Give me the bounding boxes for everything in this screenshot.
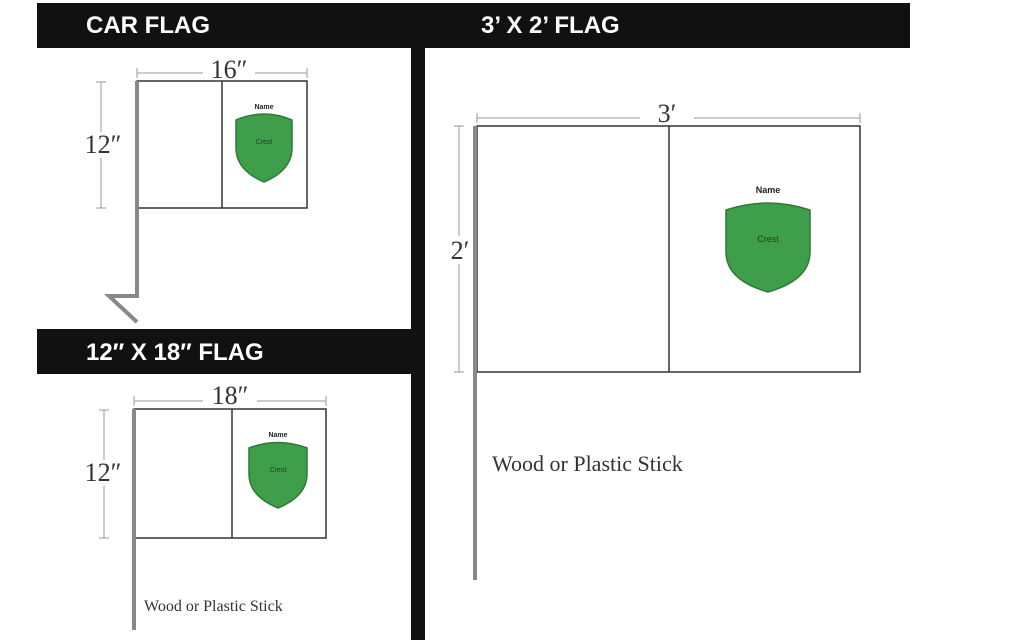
- medium-width-label: 18″: [212, 381, 249, 410]
- large-height-label: 2′: [451, 236, 470, 265]
- car-crest-shield: [235, 113, 293, 183]
- medium-height-label-bg: [80, 460, 126, 486]
- car-crest-label: Crest: [256, 139, 273, 146]
- medium-width-label-bg: [203, 384, 257, 408]
- medium-header-bar: [37, 329, 413, 374]
- large-crest-label: Crest: [757, 234, 779, 244]
- large-flag-drawing: 3′ 2′ Name Crest Wood or Plastic Stick: [444, 99, 861, 580]
- car-height-label: 12″: [85, 130, 122, 159]
- large-stick-label: Wood or Plastic Stick: [492, 451, 683, 476]
- car-flag-title: CAR FLAG: [86, 12, 210, 39]
- large-width-label: 3′: [658, 99, 677, 128]
- top-header-bar: [37, 3, 910, 48]
- medium-crest-label: Crest: [270, 467, 287, 474]
- car-width-label: 16″: [211, 55, 248, 84]
- medium-flag-drawing: 18″ 12″ Name Crest Wood or Plastic Stick: [80, 381, 327, 630]
- car-flag-stick: [103, 81, 139, 324]
- car-width-label-bg: [203, 58, 255, 82]
- car-name-label: Name: [254, 104, 273, 111]
- medium-name-label: Name: [268, 432, 287, 439]
- medium-crest-shield: [248, 441, 308, 509]
- large-crest-shield: [725, 202, 811, 293]
- medium-flag-title: 12″ X 18″ FLAG: [86, 339, 264, 366]
- large-height-label-bg: [444, 236, 476, 264]
- large-name-label: Name: [756, 185, 781, 195]
- large-width-label-bg: [640, 100, 694, 126]
- panel-divider: [411, 3, 425, 640]
- large-flag-title: 3’ X 2’ FLAG: [481, 12, 620, 39]
- car-flag-drawing: 16″ 12″ Name Crest: [80, 55, 308, 324]
- car-height-label-bg: [80, 132, 126, 158]
- medium-height-label: 12″: [85, 458, 122, 487]
- medium-stick-label: Wood or Plastic Stick: [144, 598, 283, 615]
